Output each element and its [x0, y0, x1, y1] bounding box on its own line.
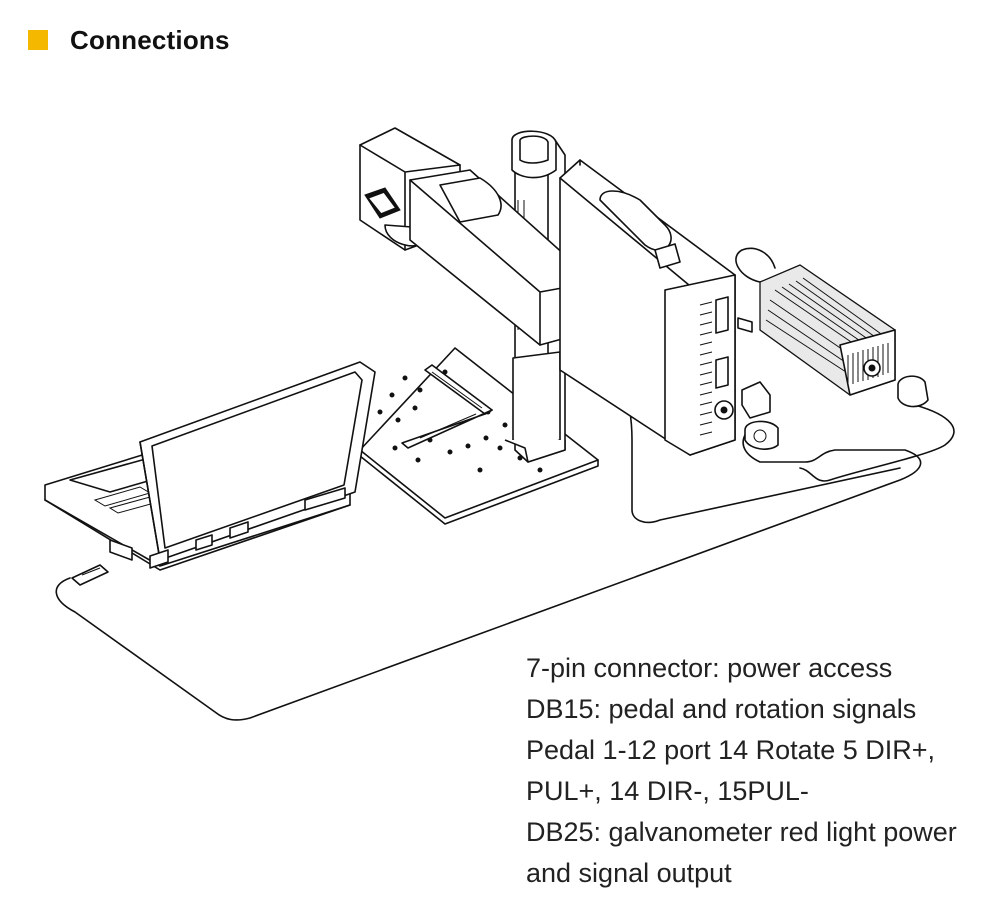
note-line: Pedal 1-12 port 14 Rotate 5 DIR+,: [526, 735, 935, 765]
laptop: [44, 361, 376, 586]
note-line: DB25: galvanometer red light power: [526, 817, 957, 847]
section-title: Connections: [70, 24, 230, 55]
laser-head: [359, 127, 596, 346]
note-line: DB15: pedal and rotation signals: [526, 694, 917, 724]
db-connectors: [741, 381, 779, 450]
power-cable: [799, 404, 955, 482]
note-line: 7-pin connector: power access: [526, 653, 893, 683]
connection-notes: 7-pin connector: power access DB15: peda…: [526, 648, 996, 894]
laser-source: [559, 159, 753, 456]
power-supply: [735, 247, 929, 408]
note-line: PUL+, 14 DIR-, 15PUL-: [526, 776, 809, 806]
note-line: and signal output: [526, 858, 732, 888]
section-marker-icon: [28, 30, 48, 50]
section-header: Connections: [28, 22, 230, 58]
